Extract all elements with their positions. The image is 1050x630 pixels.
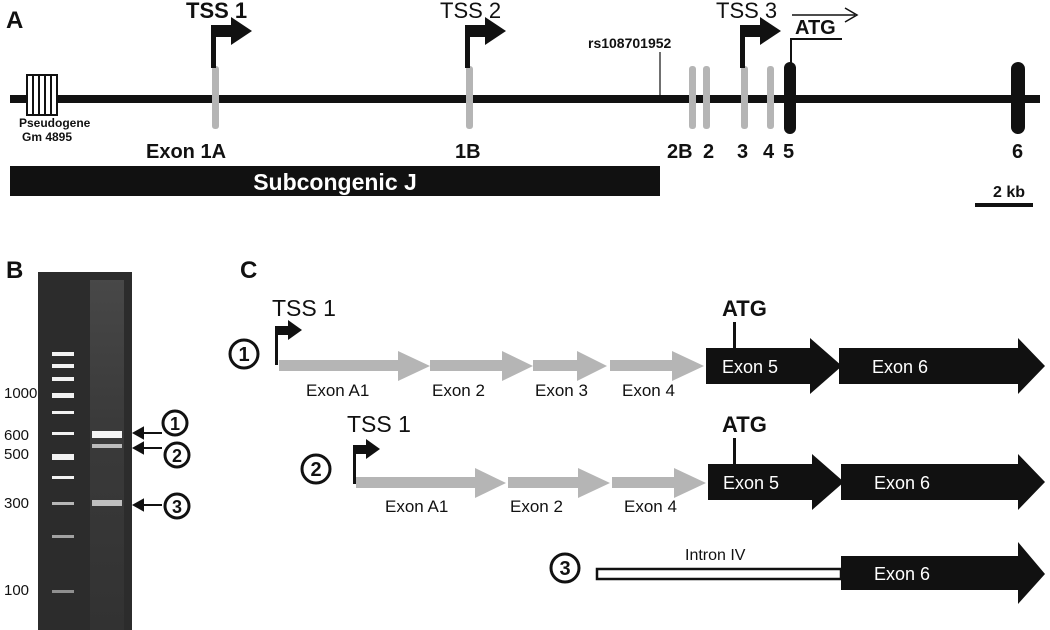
ladder-500: 500 xyxy=(4,446,29,463)
band-arrows xyxy=(131,426,162,512)
exon-label-2: 2 xyxy=(703,141,714,163)
exon-label-1b: 1B xyxy=(455,141,481,163)
exon-label-6: 6 xyxy=(1012,141,1023,163)
exon-1b xyxy=(466,66,473,129)
transcript-1-number: 1 xyxy=(238,344,249,366)
transcript-2: 2 TSS 1 Exon A1 Exon 2 Exon 4 ATG Exon 5… xyxy=(300,411,1045,516)
transcript-3-number: 3 xyxy=(559,558,570,580)
transcript-2-tss-stem xyxy=(353,446,356,484)
transcript-1-tss-label: TSS 1 xyxy=(272,295,336,321)
transcript-2-tss-label: TSS 1 xyxy=(347,411,411,437)
band-1-marker xyxy=(161,409,189,437)
band-1 xyxy=(92,431,122,438)
transcript-1-exon-a1: Exon A1 xyxy=(306,381,369,400)
ladder-1000: 1000 xyxy=(4,385,37,402)
transcript-3-intron-label: Intron IV xyxy=(685,547,746,564)
transcript-2-exon-2: Exon 2 xyxy=(510,497,563,516)
transcript-2-exon-a1: Exon A1 xyxy=(385,497,448,516)
pseudogene-label: Pseudogene xyxy=(19,116,91,130)
transcript-2-exon-5-arrow xyxy=(708,454,844,510)
band-3-number: 3 xyxy=(172,497,182,517)
tss-3-arrow xyxy=(740,17,781,68)
transcript-2-number: 2 xyxy=(310,459,321,481)
exon-1a xyxy=(212,66,219,129)
exon-label-4: 4 xyxy=(763,141,775,163)
exon-5 xyxy=(784,62,796,134)
tss-2-label: TSS 2 xyxy=(440,0,501,23)
transcript-1-tss-arrow xyxy=(288,320,302,340)
tss-2-arrow xyxy=(465,17,506,68)
transcript-2-atg-label: ATG xyxy=(722,412,767,437)
transcript-2-exon-4: Exon 4 xyxy=(624,497,677,516)
panel-c-label: C xyxy=(240,257,257,284)
sample-lane xyxy=(90,280,124,630)
subcongenic-label: Subcongenic J xyxy=(253,169,417,195)
transcript-2-tss-arrow xyxy=(366,439,380,459)
transcript-3-exon-6-arrow xyxy=(841,542,1045,604)
exon-2b xyxy=(689,66,696,129)
band-1-number: 1 xyxy=(170,414,180,434)
scale-bar xyxy=(975,203,1033,207)
panel-b-label: B xyxy=(6,257,23,284)
transcript-1-exon-5-arrow xyxy=(706,338,842,394)
ladder-100: 100 xyxy=(4,582,29,599)
transcript-1-tss-stem xyxy=(275,327,278,365)
transcript-1-exon-5: Exon 5 xyxy=(722,357,778,377)
ladder-300: 300 xyxy=(4,495,29,512)
transcript-1-marker xyxy=(228,338,260,370)
transcript-2-atg-mark xyxy=(733,438,736,466)
transcript-1-grey-exons xyxy=(279,351,704,381)
ladder-600: 600 xyxy=(4,427,29,444)
exon-label-3: 3 xyxy=(737,141,748,163)
snp-label: rs108701952 xyxy=(588,35,672,51)
transcript-2-exon-6: Exon 6 xyxy=(874,473,930,493)
exon-label-5: 5 xyxy=(783,141,794,163)
tss-1-arrow xyxy=(211,17,252,68)
pseudogene-box xyxy=(26,74,58,116)
transcript-1: 1 TSS 1 Exon A1 Exon 2 Exon 3 Exon 4 ATG… xyxy=(228,295,1045,400)
transcript-1-exon-6-arrow xyxy=(839,338,1045,394)
transcript-2-grey-exons xyxy=(356,468,706,498)
band-3-marker xyxy=(163,492,191,520)
transcript-3-intron-bar xyxy=(595,567,843,581)
transcript-1-exon-2: Exon 2 xyxy=(432,381,485,400)
transcript-1-exon-6: Exon 6 xyxy=(872,357,928,377)
band-2-marker xyxy=(163,441,191,469)
panel-a: A Pseudogene Gm 4895 TSS 1 xyxy=(6,0,1040,207)
band-2 xyxy=(92,444,122,448)
tss-3-label: TSS 3 xyxy=(716,0,777,23)
genomic-line xyxy=(10,95,1040,103)
panel-a-label: A xyxy=(6,7,23,34)
transcript-3: 3 Intron IV Exon 6 xyxy=(549,542,1045,604)
exon-label-1a: Exon 1A xyxy=(146,141,226,163)
transcript-3-marker xyxy=(549,552,581,584)
transcript-1-exon-3: Exon 3 xyxy=(535,381,588,400)
tss-1-label: TSS 1 xyxy=(186,0,247,23)
exon-2 xyxy=(703,66,710,129)
band-3 xyxy=(92,500,122,506)
exon-3 xyxy=(741,66,748,129)
transcript-2-exon-5: Exon 5 xyxy=(723,473,779,493)
scale-label: 2 kb xyxy=(993,184,1025,201)
transcript-1-exon-4: Exon 4 xyxy=(622,381,675,400)
exon-6 xyxy=(1011,62,1025,134)
exon-label-2b: 2B xyxy=(667,141,693,163)
transcript-1-atg-mark xyxy=(733,322,736,350)
panel-c: C 1 TSS 1 Exon A1 Exon 2 Exon 3 Exon 4 A… xyxy=(228,257,1045,604)
ladder-bands xyxy=(52,352,74,593)
atg-arrow xyxy=(790,7,859,64)
subcongenic-bar xyxy=(10,166,660,196)
band-2-number: 2 xyxy=(172,446,182,466)
exon-4 xyxy=(767,66,774,129)
transcript-1-atg-label: ATG xyxy=(722,296,767,321)
pseudogene-id: Gm 4895 xyxy=(22,130,72,144)
transcript-2-exon-6-arrow xyxy=(841,454,1045,510)
transcript-3-exon-6: Exon 6 xyxy=(874,564,930,584)
transcript-2-marker xyxy=(300,453,332,485)
atg-label: ATG xyxy=(795,17,836,39)
panel-b: B 1000 600 xyxy=(4,257,191,630)
